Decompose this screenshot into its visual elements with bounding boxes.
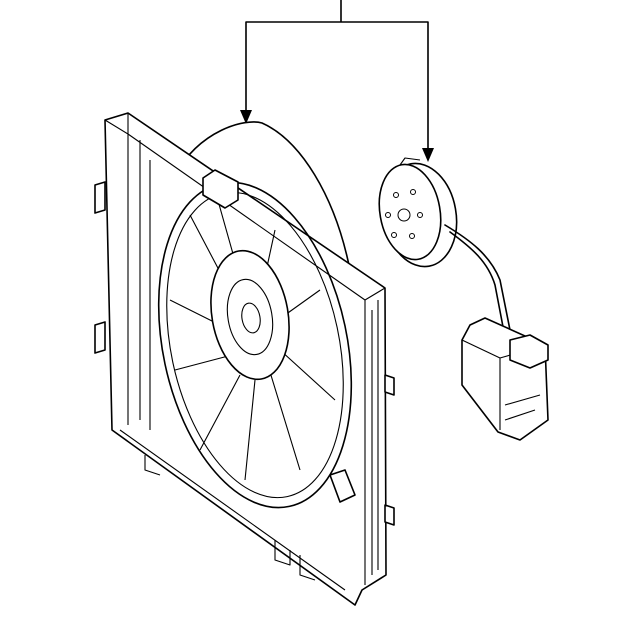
callout-leader (240, 0, 434, 162)
fan-hub (210, 249, 290, 381)
motor-control-module (461, 317, 549, 441)
arrow-head-motor (422, 148, 434, 162)
motor-wire (444, 224, 511, 331)
arrow-head-fan (240, 110, 252, 124)
fan-motor (378, 157, 458, 268)
fan-shroud-assembly (94, 112, 395, 606)
motor-wire-inner (449, 231, 505, 333)
